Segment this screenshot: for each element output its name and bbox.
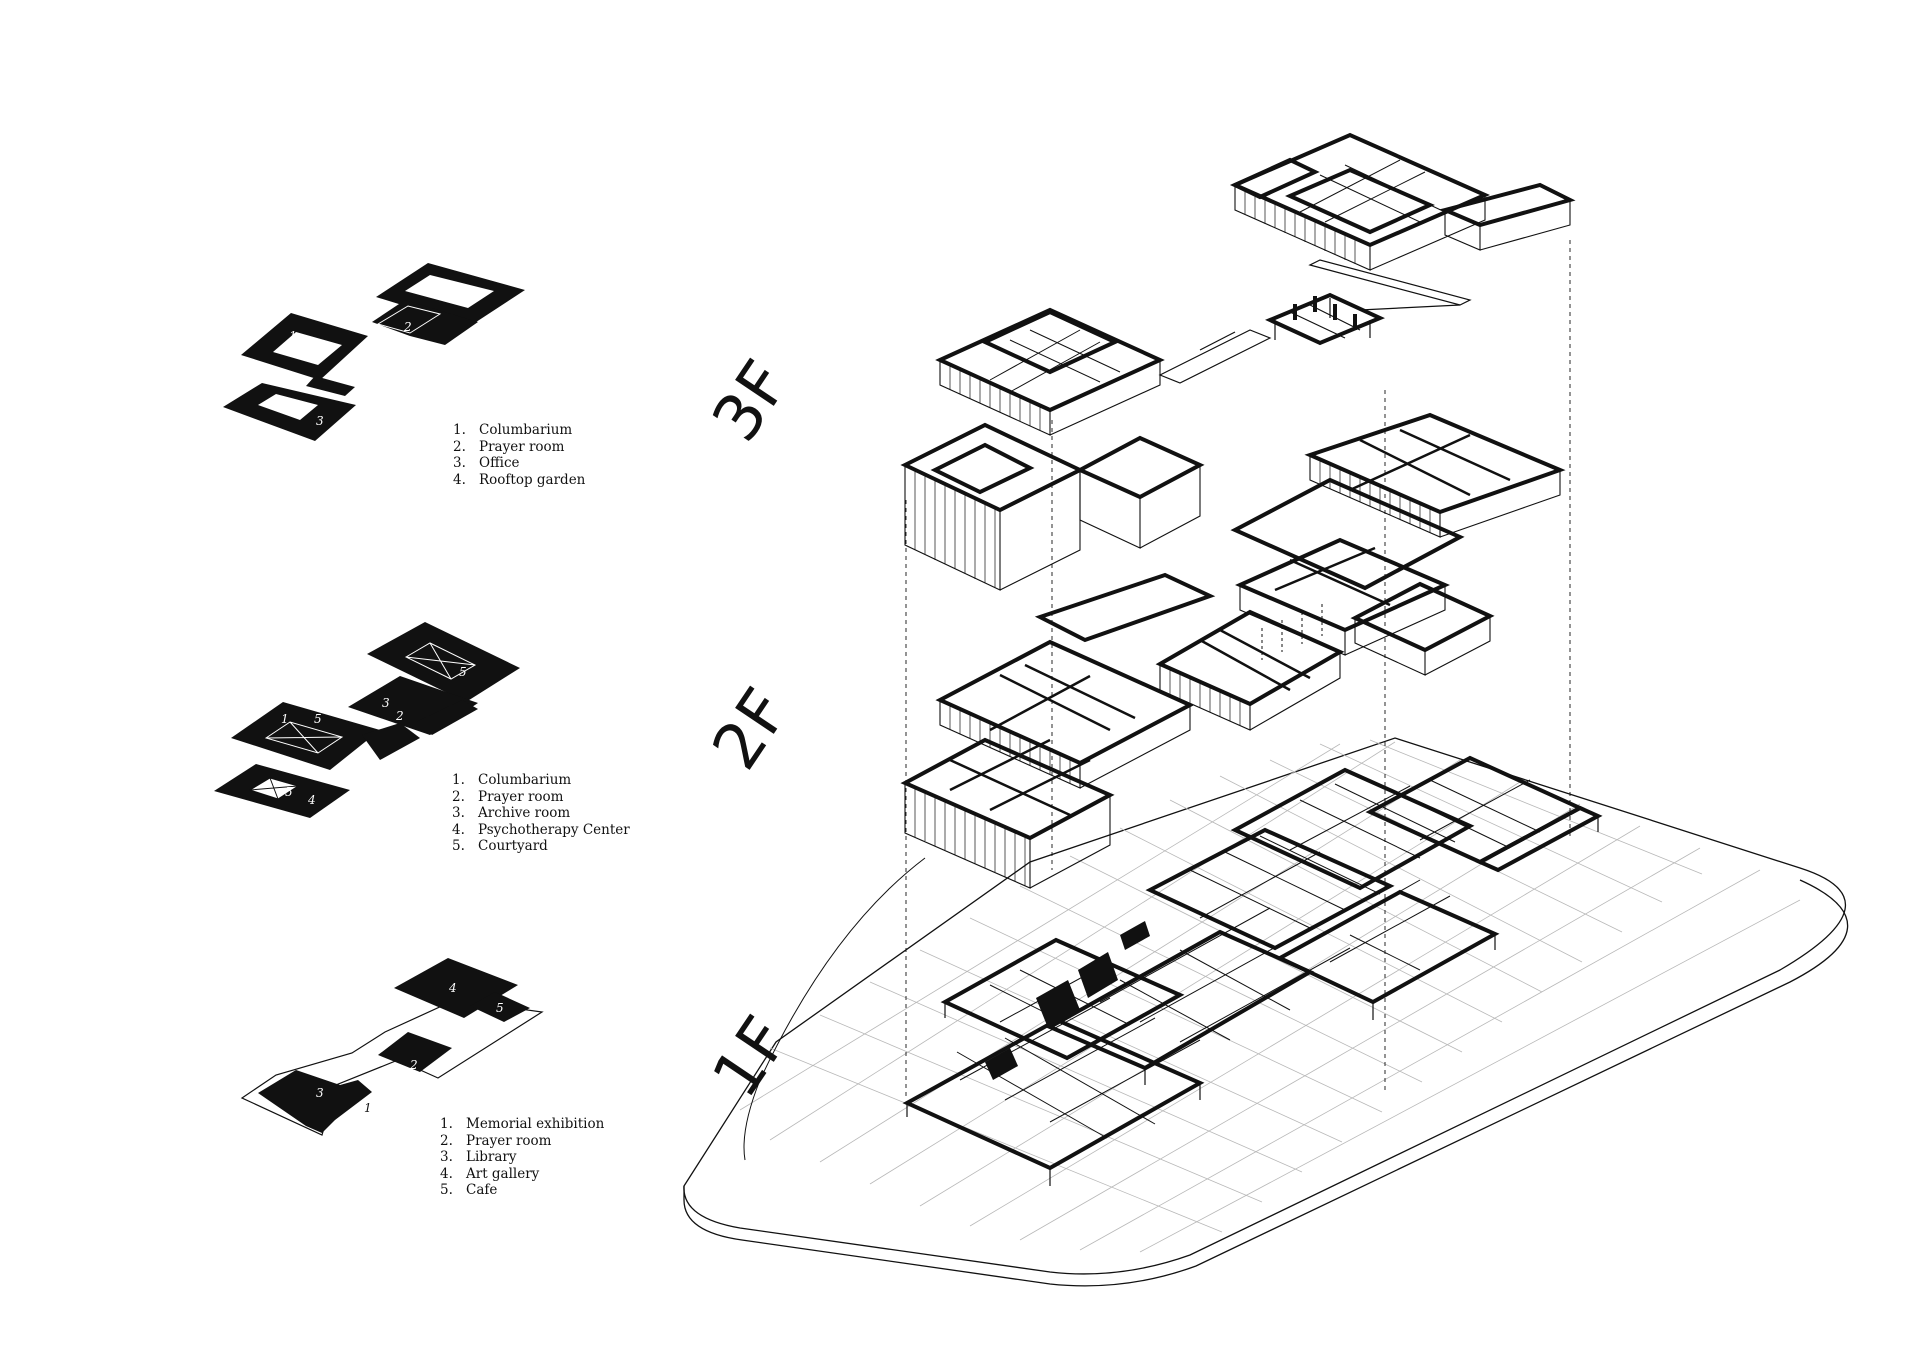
key-3f-number: 1 xyxy=(289,329,297,343)
legend-number: 1. xyxy=(452,772,465,788)
key-2f-number: 3 xyxy=(382,696,390,710)
site-curve-line xyxy=(743,857,926,1161)
key-1f-number: 2 xyxy=(409,1058,418,1072)
key-3f-number: 1 xyxy=(418,251,426,265)
legend-item: 2. Prayer room xyxy=(440,1133,604,1150)
legend-text: Columbarium xyxy=(478,772,572,788)
legend-text: Psychotherapy Center xyxy=(478,821,630,838)
legend-number: 4. xyxy=(453,471,466,488)
key-1f-number: 1 xyxy=(364,1101,372,1115)
key-2f-number: 5 xyxy=(314,712,322,726)
floor-plate-1f xyxy=(902,755,1603,1186)
key-3f-number: 3 xyxy=(316,414,324,428)
legend-item: 1. Columbarium xyxy=(452,772,630,789)
key-2f-number: 5 xyxy=(285,785,293,799)
key-2f-number: 1 xyxy=(281,712,289,726)
key-2f-number: 5 xyxy=(459,665,467,679)
key-2f-number: 2 xyxy=(395,709,404,723)
legend-item: 2. Prayer room xyxy=(452,789,630,806)
legend-1f: 1. Memorial exhibition 2. Prayer room 3. Li… xyxy=(440,1116,604,1199)
key-3f-number: 4 xyxy=(429,349,438,363)
key-diagram-2f: 1 5 3 2 5 5 4 xyxy=(214,622,520,818)
legend-item: 3. Office xyxy=(453,455,585,472)
key-2f-number: 4 xyxy=(307,793,316,807)
legend-item: 3. Archive room xyxy=(452,805,630,822)
legend-number: 5. xyxy=(452,838,465,854)
legend-text: Art gallery xyxy=(466,1165,540,1182)
legend-number: 4. xyxy=(440,1165,453,1182)
legend-number: 2. xyxy=(452,788,465,805)
legend-item: 4. Psychotherapy Center xyxy=(452,822,630,839)
alignment-guides xyxy=(905,240,1571,1100)
legend-item: 1. Columbarium xyxy=(453,422,585,439)
legend-number: 2. xyxy=(453,438,466,455)
site-base xyxy=(683,737,1849,1287)
floor-plate-3f xyxy=(900,132,1576,591)
legend-item: 3. Library xyxy=(440,1149,604,1166)
key-1f-number: 5 xyxy=(496,1001,504,1015)
legend-number: 3. xyxy=(453,455,466,471)
key-diagram-1f: 4 5 2 3 1 xyxy=(240,958,544,1136)
key-1f-number: 3 xyxy=(316,1086,324,1100)
legend-item: 5. Cafe xyxy=(440,1182,604,1199)
legend-number: 5. xyxy=(440,1182,453,1198)
key-3f-number: 2 xyxy=(403,320,412,334)
legend-number: 1. xyxy=(453,422,466,438)
legend-text: Columbarium xyxy=(479,422,573,438)
legend-text: Office xyxy=(479,455,520,471)
key-diagram-3f: 1 1 2 3 4 xyxy=(223,251,525,441)
floor-plate-2f xyxy=(900,412,1566,889)
legend-item: 2. Prayer room xyxy=(453,439,585,456)
legend-text: Cafe xyxy=(466,1182,498,1198)
legend-text: Archive room xyxy=(478,805,571,821)
legend-number: 3. xyxy=(452,805,465,821)
legend-number: 4. xyxy=(452,821,465,838)
legend-text: Library xyxy=(466,1149,517,1165)
legend-2f: 1. Columbarium 2. Prayer room 3. Archive ro… xyxy=(452,772,630,855)
legend-text: Memorial exhibition xyxy=(466,1116,605,1132)
legend-text: Rooftop garden xyxy=(479,471,586,488)
legend-number: 2. xyxy=(440,1132,453,1149)
legend-text: Prayer room xyxy=(478,788,564,805)
legend-3f: 1. Columbarium 2. Prayer room 3. Office 4. R… xyxy=(453,422,585,488)
legend-item: 4. Rooftop garden xyxy=(453,472,585,489)
legend-number: 3. xyxy=(440,1149,453,1165)
legend-item: 1. Memorial exhibition xyxy=(440,1116,604,1133)
key-1f-number: 4 xyxy=(448,981,457,995)
legend-text: Courtyard xyxy=(478,838,548,854)
legend-item: 4. Art gallery xyxy=(440,1166,604,1183)
legend-item: 5. Courtyard xyxy=(452,838,630,855)
legend-number: 1. xyxy=(440,1116,453,1132)
legend-text: Prayer room xyxy=(479,438,565,455)
legend-text: Prayer room xyxy=(466,1132,552,1149)
